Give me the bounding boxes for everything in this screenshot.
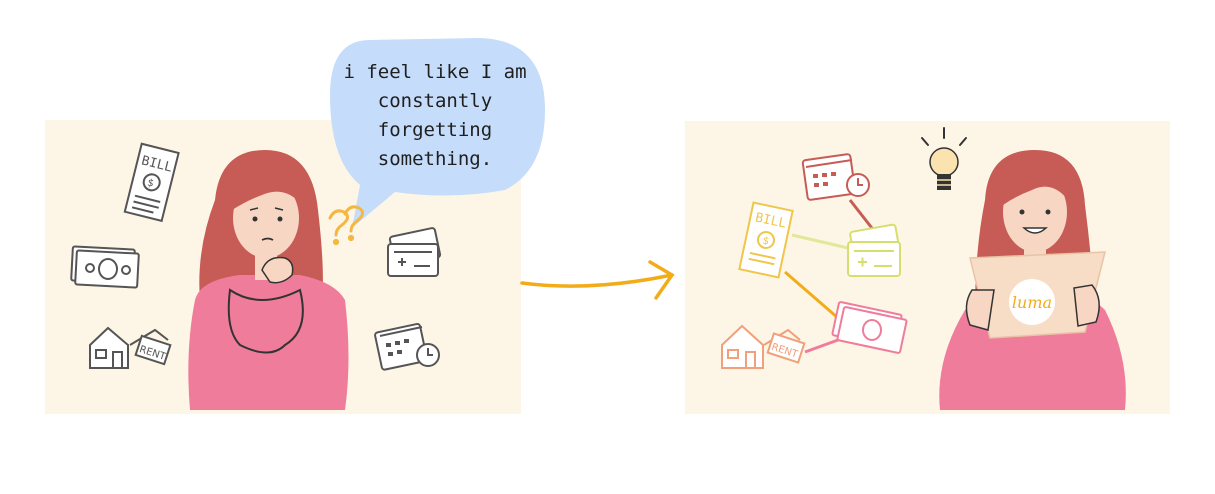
confused-woman-figure — [188, 150, 349, 410]
calendar-clock-icon — [801, 153, 870, 201]
speech-bubble-text: i feel like I am constantly forgetting s… — [340, 58, 530, 174]
speech-bubble — [330, 38, 545, 228]
money-icon — [831, 301, 908, 354]
happy-woman-figure: luma — [939, 150, 1126, 410]
calendar-clock-icon — [374, 322, 440, 371]
bill-icon: BILL $ — [123, 142, 180, 223]
bill-label: BILL — [754, 210, 788, 231]
bill-label: BILL — [140, 153, 174, 175]
currency-symbol: $ — [146, 177, 155, 189]
house-rent-icon: RENT — [721, 324, 806, 369]
money-icon — [70, 245, 140, 289]
light-bulb-icon — [921, 127, 967, 190]
house-rent-icon: RENT — [89, 326, 172, 369]
credit-card-icon — [387, 227, 442, 277]
luma-logo-text: luma — [1012, 293, 1052, 312]
question-marks-icon — [328, 205, 364, 246]
speech-line: something. — [377, 148, 493, 170]
bill-icon: BILL $ — [738, 201, 794, 279]
transition-arrow — [520, 260, 675, 300]
speech-line: forgetting — [377, 119, 493, 141]
luma-logo — [1009, 279, 1055, 325]
speech-line: i feel like I am — [343, 61, 527, 83]
credit-card-icon — [847, 223, 901, 277]
connection-lines — [784, 199, 877, 354]
speech-line: constantly — [377, 90, 493, 112]
currency-symbol: $ — [762, 235, 771, 247]
